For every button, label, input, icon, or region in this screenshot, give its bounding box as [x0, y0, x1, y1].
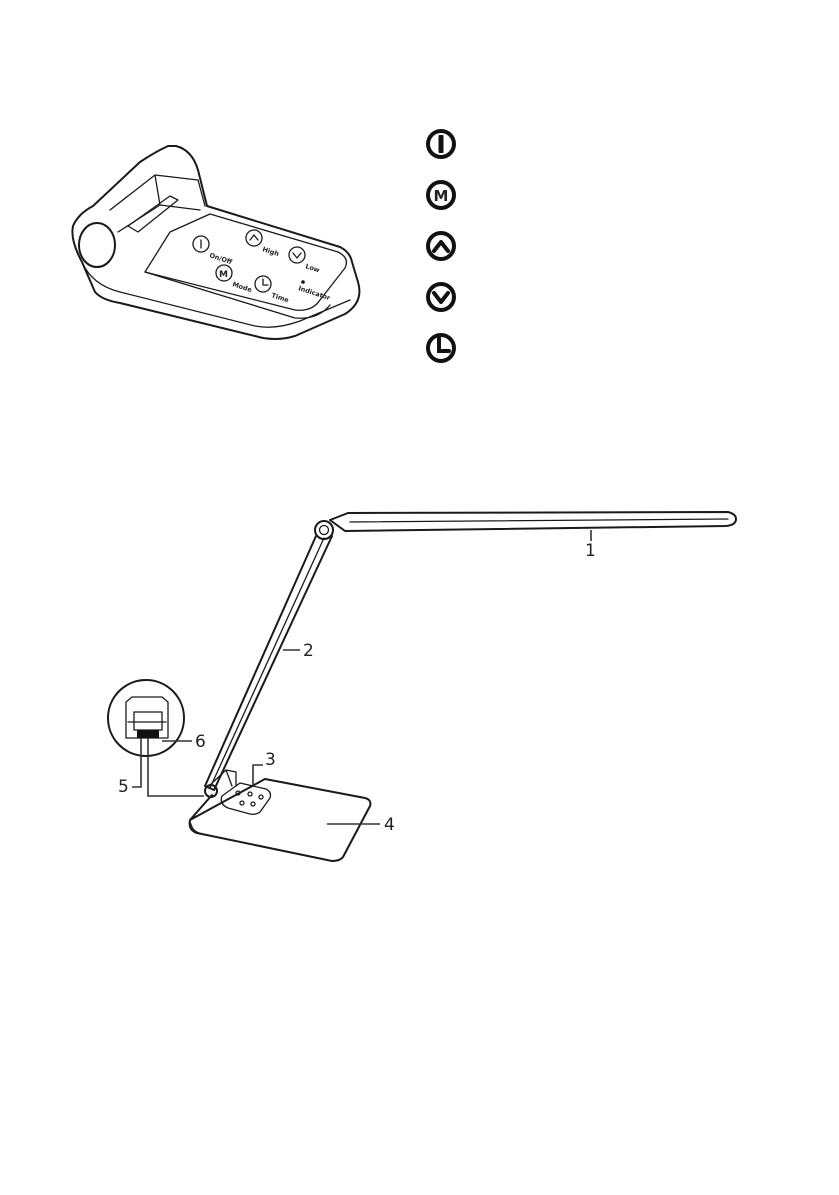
chevron-down-icon [428, 284, 454, 310]
mode-m-glyph: M [434, 187, 449, 205]
detail-connector [126, 697, 168, 738]
panel-button-mode[interactable]: M [216, 265, 232, 281]
svg-text:M: M [219, 270, 228, 280]
power-icon [428, 131, 454, 157]
pivot-hole [79, 223, 115, 267]
hinge-housing [110, 175, 205, 232]
head-joint-inner [320, 526, 329, 535]
control-panel-illustration: On/Off High Low M Mode Time Indicator [72, 146, 359, 339]
desk-lamp-illustration [108, 512, 736, 861]
clock-icon [428, 335, 454, 361]
panel-button-high[interactable] [246, 230, 262, 246]
callout-2: 2 [283, 641, 314, 661]
panel-label-low: Low [304, 262, 320, 274]
panel-label-mode: Mode [231, 280, 253, 294]
callout-label-4: 4 [384, 815, 395, 835]
callout-label-2: 2 [303, 641, 314, 661]
panel-label-time: Time [270, 291, 290, 304]
chevron-up-icon [428, 233, 454, 259]
mode-m-icon: M [428, 182, 454, 208]
lamp-head-inner-line [350, 519, 728, 522]
lamp-base-plate-edge [190, 822, 332, 861]
head-joint [315, 521, 333, 539]
panel-label-indicator: Indicator [297, 284, 332, 302]
callout-1: 1 [585, 530, 596, 561]
panel-label-power: On/Off [208, 251, 233, 266]
callout-label-1: 1 [585, 541, 596, 561]
icon-legend: M [428, 131, 454, 361]
panel-button-power[interactable] [193, 236, 209, 252]
hinge-slot [128, 196, 178, 232]
panel-indicator-dot [301, 280, 305, 284]
callout-label-5: 5 [118, 777, 129, 797]
panel-label-high: High [261, 245, 280, 258]
callout-label-6: 6 [195, 732, 206, 752]
detail-magnifier [108, 680, 184, 756]
callout-5: 5 [118, 738, 204, 797]
panel-button-time[interactable] [255, 276, 271, 292]
callout-label-3: 3 [265, 750, 276, 770]
panel-button-low[interactable] [289, 247, 305, 263]
